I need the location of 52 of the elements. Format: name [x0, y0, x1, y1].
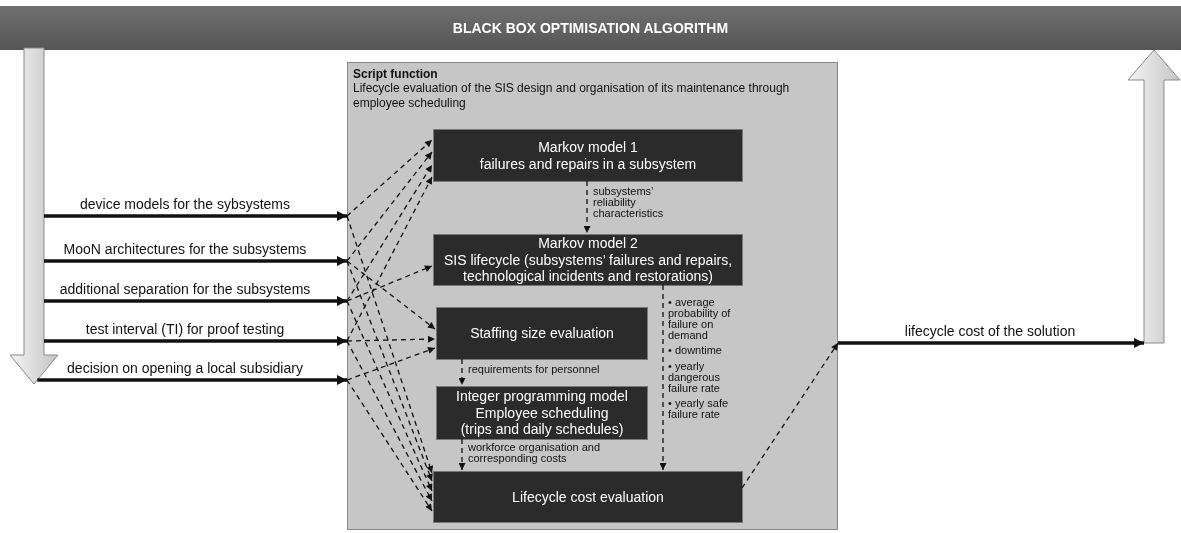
- box-label: SIS lifecycle (subsystems’ failures and repairs, technological incidents and restorations): [442, 251, 734, 286]
- box-label: failures and repairs in a subsystem: [479, 155, 697, 173]
- edge-label: lifecycle cost of the solution: [903, 323, 1077, 340]
- arrow: [37, 375, 347, 385]
- dashed-arrow: [458, 438, 466, 471]
- edge-label: device models for the sybsystems: [78, 196, 292, 213]
- box-label: Lifecycle cost evaluation: [512, 488, 664, 506]
- box-label: Employee scheduling: [475, 404, 609, 422]
- dashed-arrow: [659, 284, 667, 471]
- dashed-arrow: [346, 340, 433, 502]
- edge-label: MooN architectures for the subsystems: [62, 241, 308, 258]
- dashed-arrow: [346, 335, 436, 343]
- dashed-arrow: [346, 379, 433, 512]
- panel-description: Lifecycle evaluation of the SIS design and organisation of its maintenance through employee scheduling: [353, 81, 791, 111]
- process-box: [433, 471, 743, 523]
- dashed-arrow: [346, 260, 436, 330]
- edge-label: test interval (TI) for proof testing: [84, 321, 286, 338]
- dashed-arrow: [346, 260, 433, 482]
- dashed-arrow: [346, 300, 433, 492]
- edge-label: decision on opening a local subsidiary: [66, 360, 304, 377]
- dashed-arrow: [346, 176, 433, 342]
- process-box: [433, 234, 743, 286]
- panel-heading: Script function: [353, 67, 439, 81]
- dashed-arrow: [583, 180, 591, 234]
- arrow: [44, 256, 347, 266]
- dashed-arrow: [346, 265, 433, 302]
- dashed-arrow: [346, 164, 433, 302]
- process-box: [436, 386, 648, 440]
- arrow: [44, 296, 347, 306]
- arrow: [838, 338, 1144, 348]
- box-label: Integer programming model: [456, 387, 628, 405]
- dashed-arrow: [458, 358, 466, 386]
- dashed-arrow: [346, 347, 436, 381]
- block-arrow: [1128, 50, 1180, 343]
- dashed-arrow: [346, 151, 433, 262]
- arrow: [44, 336, 347, 346]
- arrow: [44, 211, 347, 221]
- banner-title: BLACK BOX OPTIMISATION ALGORITHM: [452, 20, 729, 36]
- block-arrow: [10, 48, 58, 384]
- title-banner: [0, 6, 1181, 50]
- dashed-arrow: [346, 215, 434, 474]
- dashed-arrow: [346, 139, 433, 217]
- edge-label: requirements for personnel: [467, 364, 601, 375]
- box-label: (trips and daily schedules): [460, 421, 624, 439]
- edge-label: additional separation for the subsystems: [58, 281, 312, 298]
- box-label: Markov model 2: [538, 234, 638, 252]
- script-function-panel: [347, 62, 838, 530]
- process-box: [436, 307, 648, 360]
- box-label: Markov model 1: [538, 138, 638, 156]
- dashed-arrow: [741, 342, 839, 489]
- process-box: [433, 129, 743, 182]
- box-label: Staffing size evaluation: [470, 325, 614, 342]
